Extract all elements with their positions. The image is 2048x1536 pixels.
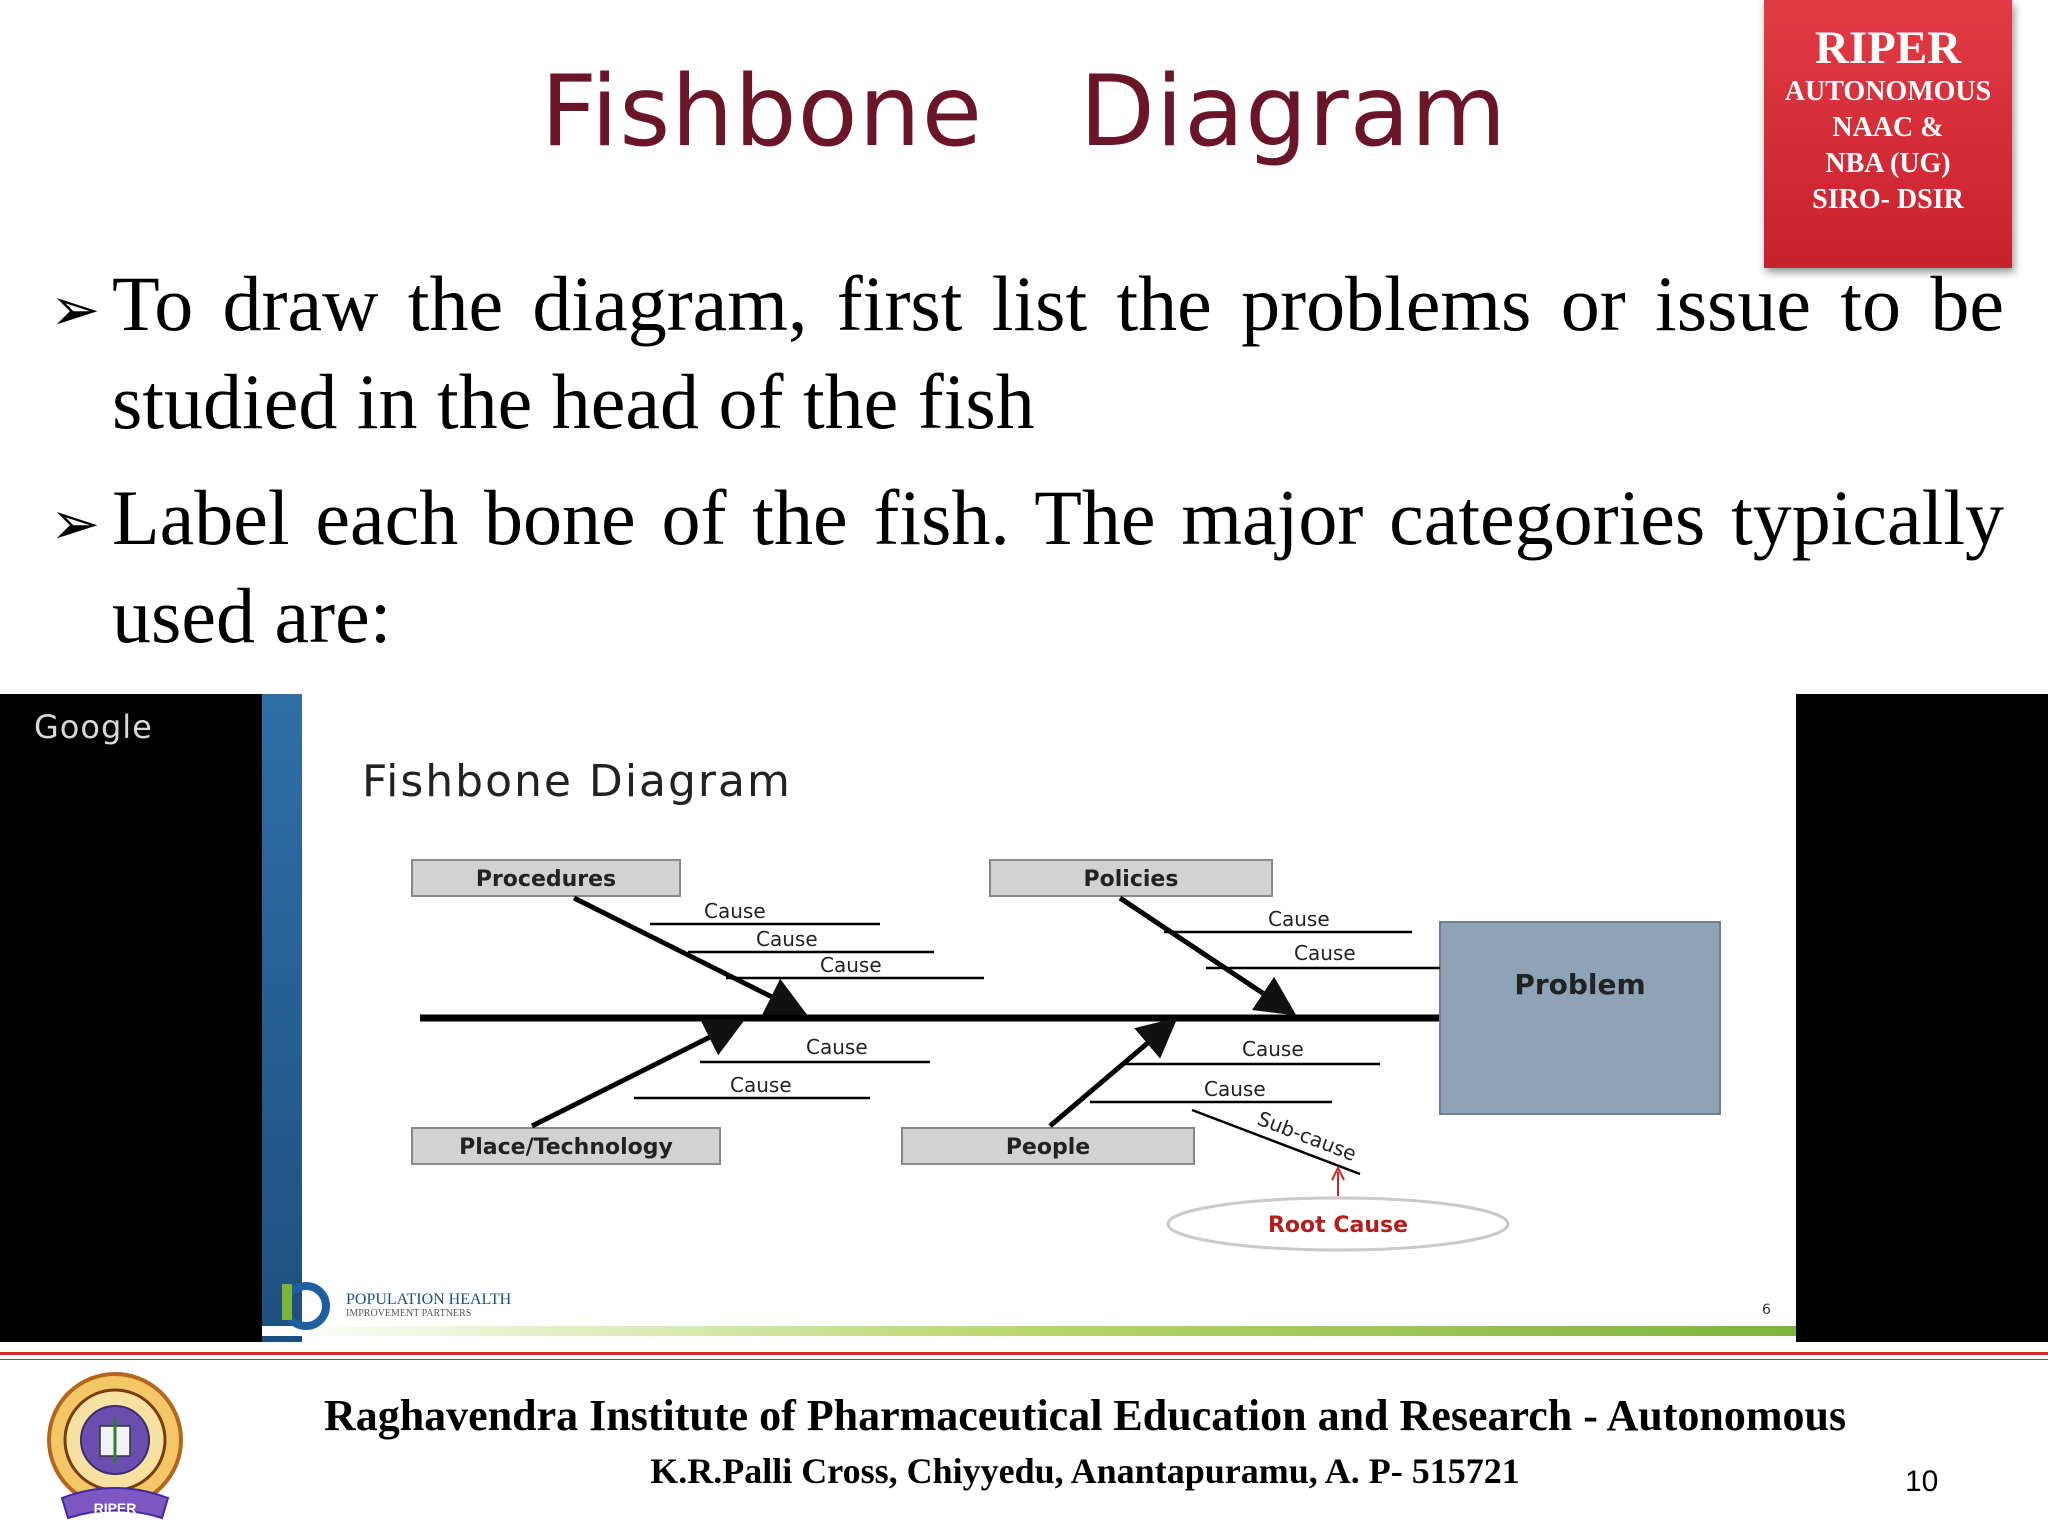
institute-address: K.R.Palli Cross, Chiyyedu, Anantapuramu,… bbox=[650, 1451, 1520, 1491]
badge-line-4: SIRO- DSIR bbox=[1812, 184, 1964, 215]
policies-bone bbox=[1118, 895, 1297, 1016]
policies-box bbox=[989, 859, 1273, 897]
logo-text-line-2: IMPROVEMENT PARTNERS bbox=[346, 1308, 471, 1319]
bullet-1: ➢To draw the diagram, first list the pro… bbox=[50, 258, 2004, 448]
fishbone-diagram: Fishbone Diagram Problem Procedures Poli… bbox=[262, 756, 1796, 1336]
bullet-2-text: Label each bone of the fish. The major c… bbox=[112, 474, 2004, 659]
institute-name: Raghavendra Institute of Pharmaceutical … bbox=[323, 1391, 1847, 1440]
badge-line-1: AUTONOMOUS bbox=[1784, 76, 1992, 107]
cause-label: Cause bbox=[730, 1073, 792, 1097]
footer-rule bbox=[0, 1352, 2048, 1355]
procedures-label: Procedures bbox=[476, 867, 616, 892]
arrow-bullet-icon: ➢ bbox=[50, 275, 101, 345]
logo-text-line-1: POPULATION HEALTH bbox=[346, 1291, 512, 1308]
cause-label: Cause bbox=[1294, 941, 1356, 965]
cause-label: Cause bbox=[756, 927, 818, 951]
bullet-1-text: To draw the diagram, first list the prob… bbox=[112, 260, 2004, 445]
page-number: 10 bbox=[1905, 1465, 1939, 1498]
cause-label: Cause bbox=[1242, 1037, 1304, 1061]
procedures-bone bbox=[572, 895, 807, 1015]
cause-label: Cause bbox=[806, 1035, 868, 1059]
slide-side-bar bbox=[262, 694, 302, 1342]
cause-label: Cause bbox=[820, 953, 882, 977]
sub-cause-label: Sub-cause bbox=[1254, 1106, 1360, 1166]
badge-line-3: NBA (UG) bbox=[1825, 148, 1951, 179]
root-cause-ellipse bbox=[1166, 1196, 1510, 1252]
root-cause-arrow-head bbox=[1331, 1165, 1345, 1181]
people-label: People bbox=[1006, 1135, 1090, 1160]
google-watermark: Google bbox=[34, 708, 153, 746]
root-cause-label: Root Cause bbox=[1268, 1213, 1408, 1238]
policies-label: Policies bbox=[1084, 867, 1179, 892]
logo-ribbon-text: RIPER bbox=[94, 1500, 137, 1516]
people-box bbox=[901, 1127, 1195, 1165]
logo-green-stroke bbox=[282, 1284, 292, 1320]
footer-rule-thin bbox=[0, 1359, 2048, 1360]
procedures-box bbox=[411, 859, 681, 897]
cause-label: Cause bbox=[704, 899, 766, 923]
riper-logo: RIPER bbox=[47, 1372, 183, 1520]
problem-box bbox=[1439, 921, 1721, 1115]
place-technology-box bbox=[411, 1127, 721, 1165]
problem-label: Problem bbox=[1514, 968, 1645, 1001]
bullet-2: ➢Label each bone of the fish. The major … bbox=[50, 472, 2004, 662]
place-technology-bone bbox=[530, 1019, 745, 1129]
embedded-diagram-title: Fishbone Diagram bbox=[362, 756, 792, 807]
badge-line-2: NAAC & bbox=[1832, 112, 1944, 143]
badge-title: RIPER bbox=[1814, 22, 1962, 74]
people-bone bbox=[1048, 1017, 1178, 1128]
sub-cause-line bbox=[1191, 1108, 1361, 1176]
slide-title: Fishbone Diagram bbox=[540, 55, 1508, 169]
embedded-slide-number: 6 bbox=[1762, 1302, 1771, 1318]
arrow-bullet-icon: ➢ bbox=[50, 489, 101, 559]
place-technology-label: Place/Technology bbox=[459, 1135, 673, 1160]
riper-badge: RIPER AUTONOMOUS NAAC & NBA (UG) SIRO- D… bbox=[1764, 0, 2012, 268]
cause-label: Cause bbox=[1204, 1077, 1266, 1101]
green-footer-bar bbox=[262, 1326, 1796, 1336]
cause-label: Cause bbox=[1268, 907, 1330, 931]
embedded-screenshot: Google Fishbone Diagram Problem Procedur… bbox=[0, 694, 2048, 1342]
